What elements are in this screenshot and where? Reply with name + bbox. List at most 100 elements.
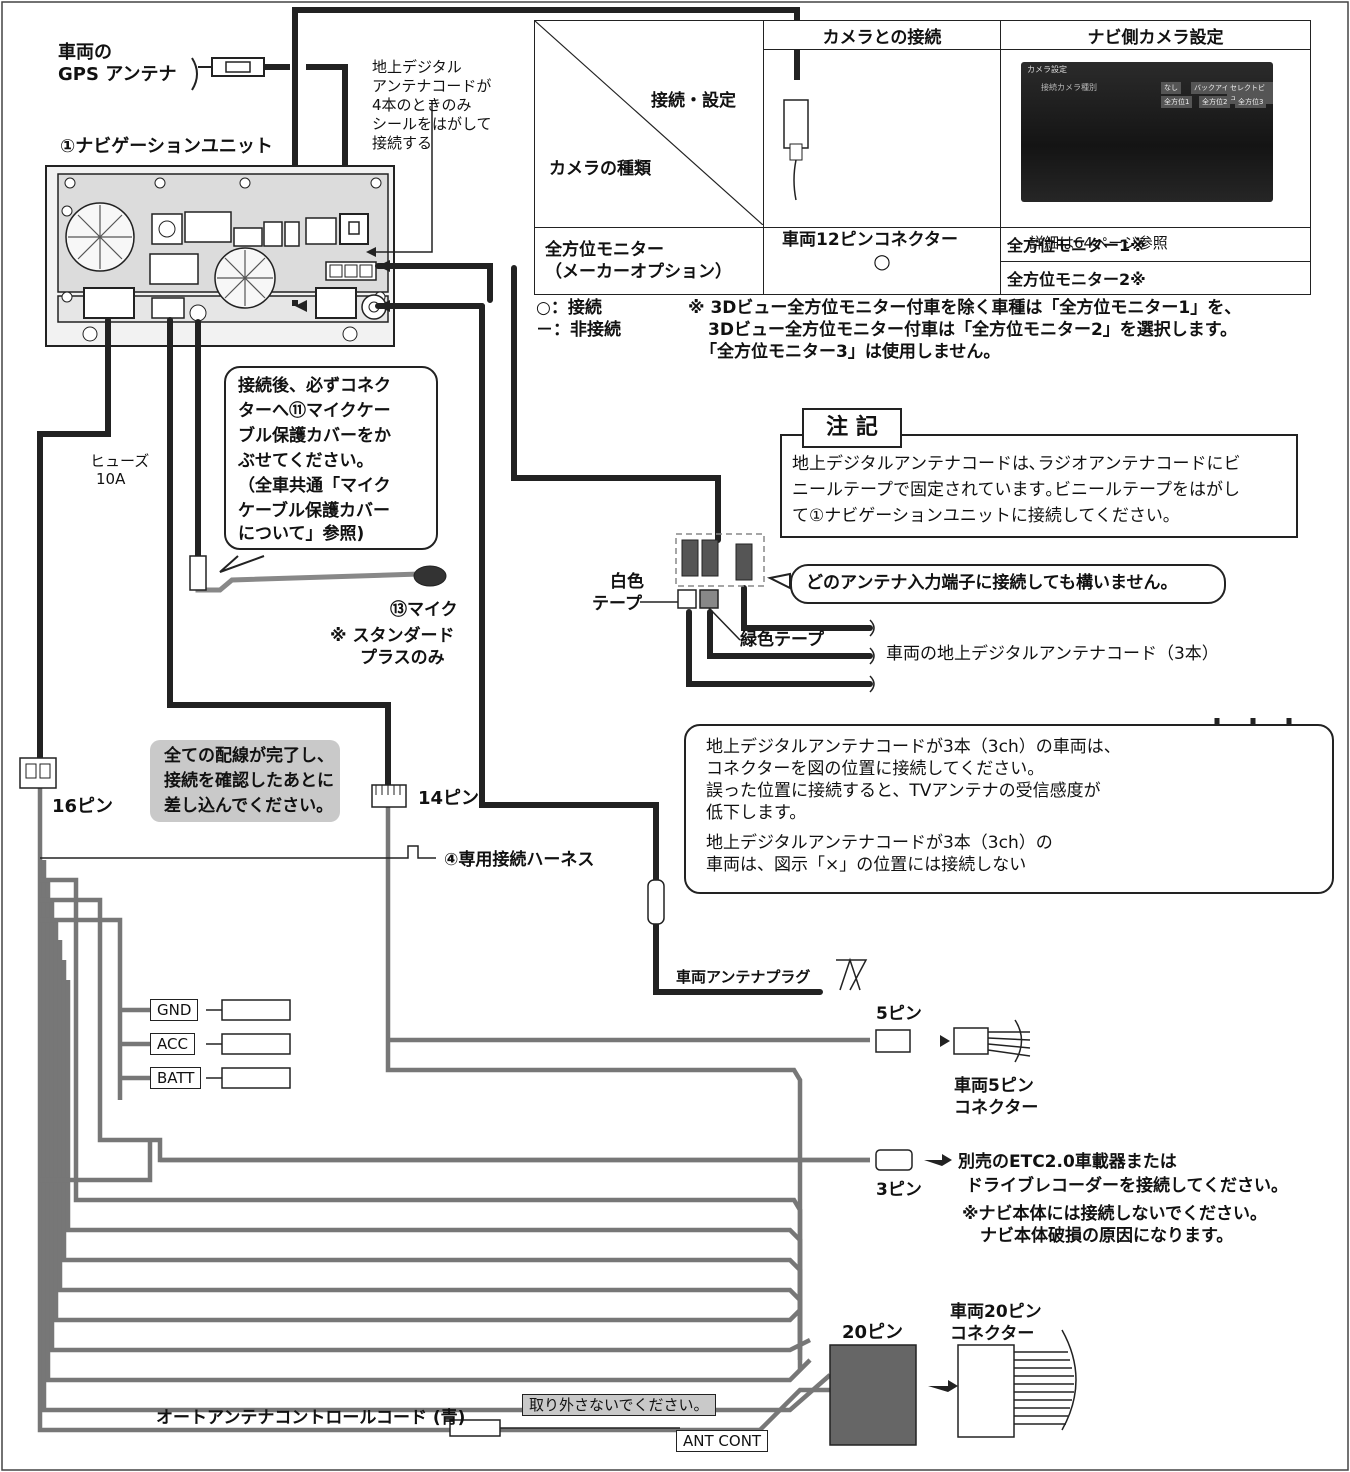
row-connect-cell: ○	[763, 227, 1001, 295]
table-diag-top: 接続・設定	[651, 91, 736, 111]
screen-chip: 全方位3	[1235, 96, 1267, 109]
terrestrial-note-5: 接続する	[372, 134, 433, 152]
etc-line-3: ※ナビ本体には接続しないでください。	[962, 1204, 1268, 1224]
camera-settings-screenshot: カメラ設定 接続カメラ種別 なし バックアイ セレクトビュー 全方位1 全方位2…	[1021, 62, 1273, 203]
setting-1: 全方位モニター1※	[1000, 227, 1311, 262]
warning-box: 地上デジタルアンテナコードが3本（3ch）の車両は、 コネクターを図の位置に接続…	[684, 724, 1334, 894]
gps-label-2: GPS アンテナ	[58, 64, 177, 85]
legend-note-1: ※ 3Dビュー全方位モニター付車を除く車種は「全方位モニター1」を、	[688, 298, 1242, 318]
table-corner-cell: 接続・設定 カメラの種類	[534, 20, 764, 228]
vehicle-5pin-2: コネクター	[954, 1098, 1039, 1118]
legend-note-3: 「全方位モニター3」は使用しません。	[700, 342, 1001, 362]
navigation-unit	[45, 165, 395, 347]
row-label-2: （メーカーオプション）	[545, 262, 732, 282]
dont-remove-label: 取り外さないでください。	[522, 1394, 716, 1416]
gray-bubble-2: 接続を確認したあとに	[164, 771, 334, 791]
see-page-note: 詳細は64ページ参照	[1029, 234, 1168, 253]
mic-callout-2: ターへ⑪マイクケー	[238, 401, 391, 421]
legend-no-connect: －：非接続	[536, 320, 621, 340]
connector-5pin	[875, 1019, 1031, 1063]
camera-table: 接続・設定 カメラの種類 カメラとの接続 ナビ側カメラ設定 車両12ピンコネクタ…	[534, 19, 1311, 295]
fuse-label-2: 10A	[96, 470, 126, 488]
gray-bubble-1: 全ての配線が完了し、	[164, 746, 334, 766]
connector-14pin	[371, 784, 407, 808]
connector-20pin	[829, 1344, 917, 1446]
etc-line-4: ナビ本体破損の原因になります。	[980, 1226, 1234, 1246]
green-tape-label: 緑色テープ	[740, 630, 824, 650]
vehicle-20pin-1: 車両20ピン	[950, 1302, 1042, 1322]
gps-label-1: 車両の	[58, 42, 112, 63]
vehicle-20pin-2: コネクター	[950, 1324, 1035, 1344]
mic-callout-4: ぶせてください。	[238, 451, 374, 471]
harness-label: ④専用接続ハーネス	[444, 850, 595, 870]
white-tape-label-1: 白色	[610, 572, 644, 592]
arrow-3pin	[924, 1154, 952, 1166]
terrestrial-note-2: アンテナコードが	[372, 77, 492, 95]
cross-note-2: 車両は、図示「×」の位置には接続しない	[706, 855, 1027, 875]
row-label-1: 全方位モニター	[545, 240, 664, 260]
table-diag-bottom: カメラの種類	[549, 159, 651, 179]
legend-connect: ○：接続	[536, 298, 602, 318]
screen-cell: カメラ設定 接続カメラ種別 なし バックアイ セレクトビュー 全方位1 全方位2…	[1000, 49, 1311, 252]
screen-chip: 全方位1	[1161, 96, 1193, 109]
white-tape-label-2: テープ	[592, 594, 642, 614]
microphone	[189, 555, 447, 593]
pin14-label: 14ピン	[418, 788, 480, 809]
navi-unit-label: ①ナビゲーションユニット	[60, 136, 273, 157]
arrow-20pin	[928, 1380, 958, 1392]
mic-callout-3: ブル保護カバーをか	[238, 426, 391, 446]
vehicle-5pin-1: 車両5ピン	[954, 1076, 1034, 1096]
terrestrial-note-1: 地上デジタル	[372, 58, 462, 76]
note-line-2: ニールテープで固定されています｡ビニールテープをはがし	[792, 480, 1240, 500]
warning-line-4: 低下します。	[706, 803, 807, 823]
vehicle-20pin-connector	[957, 1329, 1077, 1438]
pin16-label: 16ピン	[52, 796, 114, 817]
fuse-label-1: ヒューズ	[90, 452, 150, 470]
terrestrial-note-3: 4本のときのみ	[372, 96, 472, 114]
mic-note-2: プラスのみ	[360, 648, 445, 668]
legend-note-2: 3Dビュー全方位モニター付車は「全方位モニター2」を選択します。	[708, 320, 1238, 340]
connector-3pin	[875, 1149, 913, 1171]
connector-16pin	[19, 757, 57, 789]
warning-line-3: 誤った位置に接続すると、TVアンテナの受信感度が	[706, 781, 1101, 801]
pin20-label: 20ピン	[842, 1322, 904, 1343]
table-header-connect: カメラとの接続	[763, 19, 1001, 51]
any-terminal-text: どのアンテナ入力端子に接続しても構いません。	[806, 573, 1178, 593]
warning-line-2: コネクターを図の位置に接続してください。	[706, 759, 1045, 779]
mic-label: ⑬マイク	[390, 600, 458, 620]
arrow-5pin	[920, 1035, 950, 1047]
mic-callout: 接続後、必ずコネク ターへ⑪マイクケー ブル保護カバーをか ぶせてください。 （…	[224, 366, 438, 550]
cross-note-1: 地上デジタルアンテナコードが3本（3ch）の	[706, 833, 1053, 853]
note-box: 地上デジタルアンテナコードは､ラジオアンテナコードにビ ニールテープで固定されて…	[780, 434, 1298, 538]
setting-2: 全方位モニター2※	[1000, 260, 1311, 295]
ant-cont-cord-label: オートアンテナコントロールコード (青)	[156, 1408, 466, 1428]
row-label-cell: 全方位モニター （メーカーオプション）	[534, 227, 764, 295]
connector-label: 車両12ピンコネクター	[782, 230, 958, 251]
screen-title: カメラ設定	[1027, 65, 1067, 75]
mic-callout-7: について」参照)	[238, 524, 365, 544]
gnd-label: GND	[150, 999, 199, 1021]
mic-note-1: ※ スタンダード	[330, 626, 455, 646]
note-line-1: 地上デジタルアンテナコードは､ラジオアンテナコードにビ	[792, 454, 1241, 474]
etc-line-2: ドライブレコーダーを接続してください。	[966, 1176, 1288, 1196]
table-header-setting: ナビ側カメラ設定	[1000, 19, 1311, 51]
batt-label: BATT	[150, 1067, 202, 1089]
terrestrial-note-4: シールをはがして	[372, 115, 492, 133]
terrestrial-antenna-connectors	[640, 533, 875, 693]
acc-label: ACC	[150, 1033, 195, 1055]
vehicle-antenna-plug	[647, 879, 868, 991]
screen-chip: バックアイ	[1191, 82, 1232, 95]
antenna-plug-label: 車両アンテナプラグ	[676, 968, 811, 986]
note-title: 注 記	[802, 408, 902, 448]
screen-chip: なし	[1161, 82, 1181, 95]
etc-line-1: 別売のETC2.0車載器または	[958, 1152, 1177, 1172]
pin5-label: 5ピン	[876, 1004, 922, 1024]
mic-callout-5: （全車共通「マイク	[238, 476, 391, 496]
note-line-3: て①ナビゲーションユニットに接続してください｡	[792, 506, 1172, 526]
power-terminals	[206, 999, 291, 1089]
warning-line-1: 地上デジタルアンテナコードが3本（3ch）の車両は、	[706, 737, 1121, 757]
mic-callout-6: ケーブル保護カバー	[238, 501, 390, 521]
gps-antenna-plug	[191, 57, 265, 91]
vehicle-digital-cord-label: 車両の地上デジタルアンテナコード（3本）	[886, 644, 1219, 664]
